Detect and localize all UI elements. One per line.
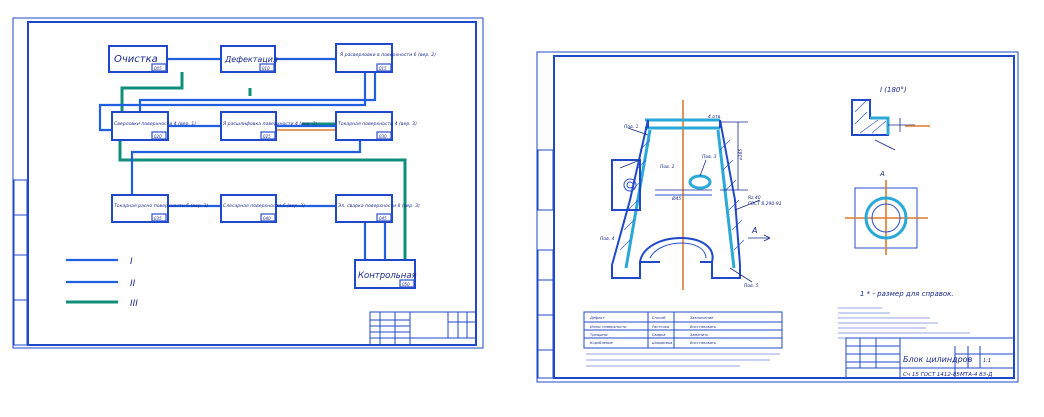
box-code: 015 [379,66,387,71]
table-cell: Коробление [590,341,614,345]
box-label: Очистка [114,54,158,65]
callout-5: Пов. 5 [744,283,759,289]
table-header: Заключение [690,316,714,320]
box-code: 035 [154,216,162,221]
box-label: Контрольная [358,271,417,281]
left-sheet-inner-frame [27,21,477,346]
box-code: 030 [379,134,387,139]
box-code: 010 [262,66,270,71]
title-block-scale: 1:1 [983,358,991,364]
box-label: Токарная расно поверхности 6 (вер. 3) [114,203,209,209]
dim-label-bore: Ø45 [671,195,681,202]
table-cell: Восстановить [690,341,716,345]
table-cell: Заменить [690,333,708,337]
table-cell: Шлифовка [652,341,672,345]
box-label: Я расверловки в поверхности 6 (вер. 2) [339,52,436,58]
table-header: Способ [652,316,666,320]
tech-table: Дефект Способ Заключение Износ поверхнос… [583,311,783,349]
left-title-block [369,311,477,346]
callout-3: Пов. 3 [702,154,717,160]
box-code: 020 [154,134,162,139]
detail-view-top: I (180°) [851,86,930,151]
table-cell: Износ поверхности [590,325,627,329]
left-sheet: Очистка 005 Дефектация 010 Я расверловки… [12,17,484,349]
box-label: Дефектация [224,55,278,64]
table-cell: Трещины [590,333,608,337]
title-block-name: Блок цилиндров [903,355,973,364]
legend-label-2: II [130,279,136,289]
left-margin-strip [13,179,28,346]
route-3-line [118,72,407,272]
callout-1: Пов. 1 [624,124,639,130]
title-block-material: Сч 15 ГОСТ 1412-85 [903,372,960,378]
legend-label-3: III [130,299,138,309]
process-box-b3: Я расверловки в поверхности 6 (вер. 2) 0… [335,43,436,73]
legend-label-1: I [130,257,133,267]
process-box-b5: Я расшлифовка поверхности 4 (вер. 3) 025 [220,111,317,141]
title-block-doc-code: МТА-4 83-Д [960,372,993,378]
process-box-b4: Сверловки поверхности 4 (вер. 1) 020 [111,111,196,141]
cylinder-block-section: A Пов. 1 Пов. 2 Пов. 3 Пов. 4 Пов. 5 4 о… [600,100,782,290]
box-label: Я расшлифовка поверхности 4 (вер. 3) [222,121,317,127]
process-box-b2: Дефектация 010 [220,45,278,73]
detail-view-label: I (180°) [880,86,907,94]
box-label: Эл. сварка поверхности 8 (вер. 3) [337,203,420,209]
view-a-title: A [879,170,885,178]
box-label: Сверловки поверхности 4 (вер. 1) [114,121,196,127]
table-cell: Восстановить [690,325,716,329]
right-sheet-inner-frame [553,55,1015,379]
view-a-section: A [845,170,928,255]
route-1-line [130,57,387,260]
process-box-b9: Эл. сварка поверхности 8 (вер. 3) 045 [335,194,420,223]
process-box-b10: Контрольная 050 [354,259,417,289]
box-code: 025 [263,134,271,139]
process-box-b7: Токарная расно поверхности 6 (вер. 3) 03… [111,194,209,223]
process-box-b8: Слесарная поверхности 6 (вер. 3) 040 [220,194,305,223]
spec-lines [586,353,780,367]
table-cell: Сварка [652,333,665,337]
box-code: 045 [379,216,387,221]
box-code: 050 [402,282,410,287]
process-box-b6: Токарная поверхности 4 (вер. 3) 030 [335,111,417,141]
box-label: Токарная поверхности 4 (вер. 3) [338,121,417,127]
right-sheet: A Пов. 1 Пов. 2 Пов. 3 Пов. 4 Пов. 5 4 о… [536,51,1019,383]
callout-4: Пов. 4 [600,236,615,242]
dim-label-roughness: Rz 40 [748,195,761,201]
view-a-label: A [751,226,757,235]
right-sheet-outer-frame [536,51,1019,383]
process-box-b1: Очистка 005 [108,45,168,73]
notes-lines [838,307,970,339]
table-cell: Расточка [652,325,669,329]
box-code: 040 [263,216,271,221]
table-header: Дефект [589,316,605,320]
legend: I II III [66,257,138,309]
note-main: 1 * - размер для справок. [860,290,954,298]
dim-label-holes: 4 отв. [708,114,722,120]
right-margin-strip [537,249,554,379]
box-code: 005 [154,66,162,71]
right-title-block: Блок цилиндров Сч 15 ГОСТ 1412-85 МТА-4 … [845,337,1015,379]
callout-2: Пов. 2 [660,164,675,170]
box-label: Слесарная поверхности 6 (вер. 3) [223,203,305,209]
dim-label-diameter: ⌀165 [738,149,744,160]
left-sheet-outer-frame [12,17,484,349]
dim-label-gost: ГОСТ 8.290-91 [748,201,782,207]
